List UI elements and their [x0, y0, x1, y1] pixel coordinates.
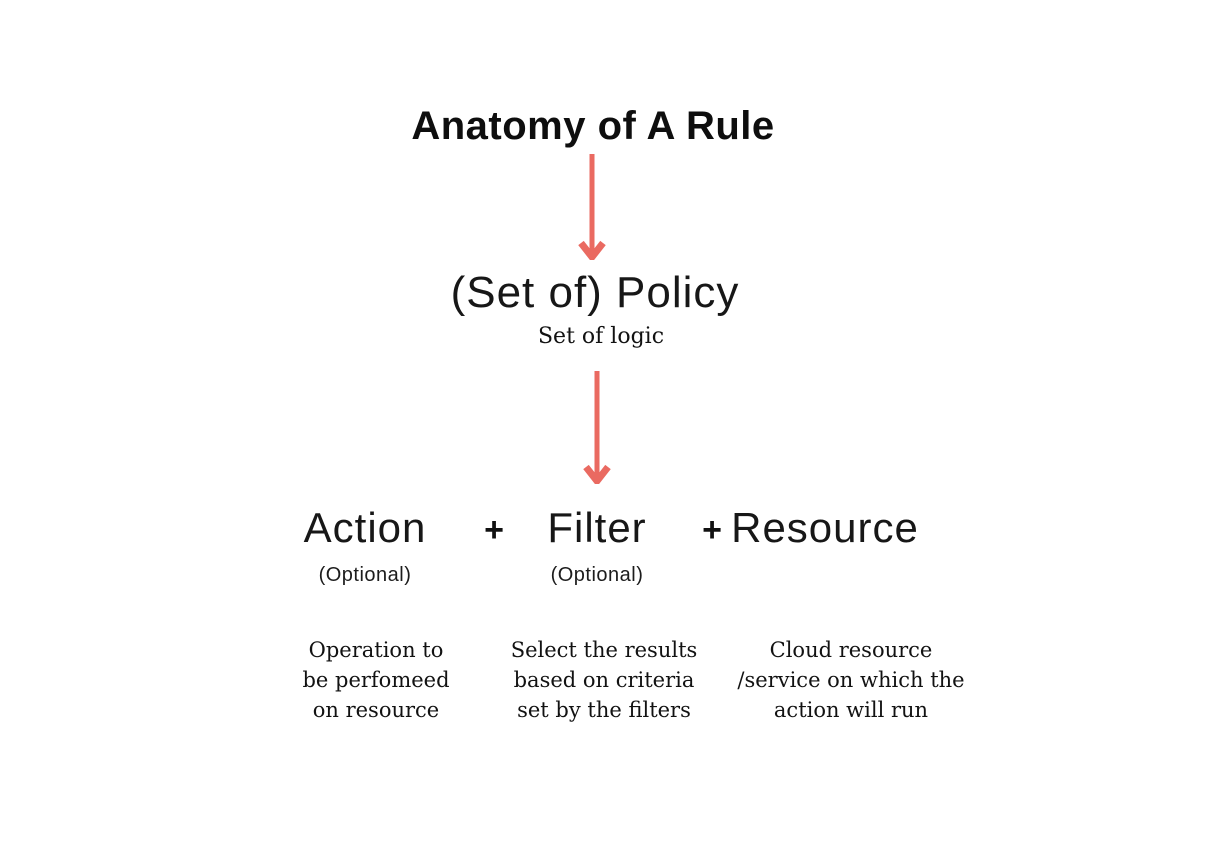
arrow-down-icon — [578, 154, 606, 260]
resource-description-line: Cloud resource — [769, 638, 933, 662]
action-description: Operation to be perfomeed on resource — [302, 635, 449, 725]
component-label-filter: Filter — [547, 504, 647, 551]
filter-description-line: set by the filters — [517, 698, 691, 722]
resource-description-line: /service on which the — [737, 668, 965, 692]
policy-sublabel: Set of logic — [537, 324, 665, 349]
filter-description-line: Select the results — [510, 638, 698, 662]
action-optional-note: (Optional) — [318, 564, 412, 586]
filter-description-line: based on criteria — [513, 668, 695, 692]
filter-optional-note: (Optional) — [550, 564, 644, 586]
action-description-line: on resource — [312, 698, 440, 722]
resource-description: Cloud resource /service on which the act… — [737, 635, 964, 725]
component-label-action: Action — [303, 504, 427, 551]
policy-label: (Set of) Policy — [450, 268, 740, 317]
arrow-down-icon — [583, 371, 611, 484]
plus-separator: + — [484, 511, 504, 549]
action-description-line: be perfomeed — [302, 668, 450, 692]
diagram-title: Anatomy of A Rule — [411, 104, 775, 148]
component-label-resource: Resource — [731, 504, 919, 551]
resource-description-line: action will run — [773, 698, 929, 722]
filter-description: Select the results based on criteria set… — [511, 635, 698, 725]
action-description-line: Operation to — [308, 638, 444, 662]
plus-separator: + — [702, 511, 722, 549]
